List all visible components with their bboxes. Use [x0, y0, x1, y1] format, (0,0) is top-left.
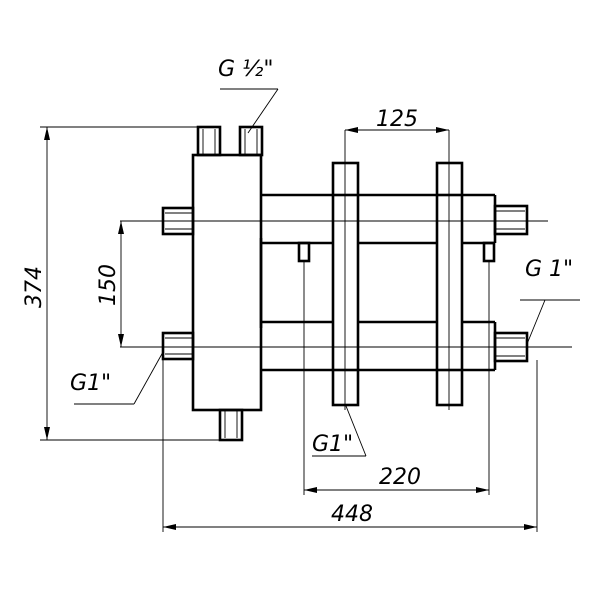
leader-connection-left: G1" — [70, 351, 164, 405]
dimension-height-total-label: 374 — [22, 266, 47, 308]
dimension-outlet-span: 220 — [303, 261, 490, 495]
separator-column — [191, 125, 264, 442]
connection-left-label: G1" — [70, 371, 111, 396]
dimension-width-total-label: 448 — [331, 502, 373, 527]
axis-lines — [120, 130, 572, 410]
manifold-body — [261, 161, 497, 407]
dimension-outlet-spacing: 125 — [345, 107, 449, 133]
leader-connection-bottom: G1" — [312, 405, 367, 457]
dimension-width-total: 448 — [162, 360, 538, 532]
dimension-outlet-spacing-label: 125 — [376, 107, 418, 132]
connection-right-label: G 1" — [525, 257, 573, 282]
connection-top-label: G ½" — [218, 57, 273, 82]
leader-connection-top: G ½" — [218, 57, 279, 134]
connection-bottom-label: G1" — [312, 432, 353, 457]
left-connectors — [161, 206, 195, 361]
dimension-height-total: 374 — [22, 126, 222, 441]
dimension-outlet-span-label: 220 — [379, 465, 421, 490]
dimension-axis-spacing: 150 — [96, 221, 124, 347]
right-connectors — [493, 204, 529, 363]
leader-connection-right: G 1" — [520, 257, 580, 345]
dimension-axis-spacing-label: 150 — [96, 264, 121, 306]
